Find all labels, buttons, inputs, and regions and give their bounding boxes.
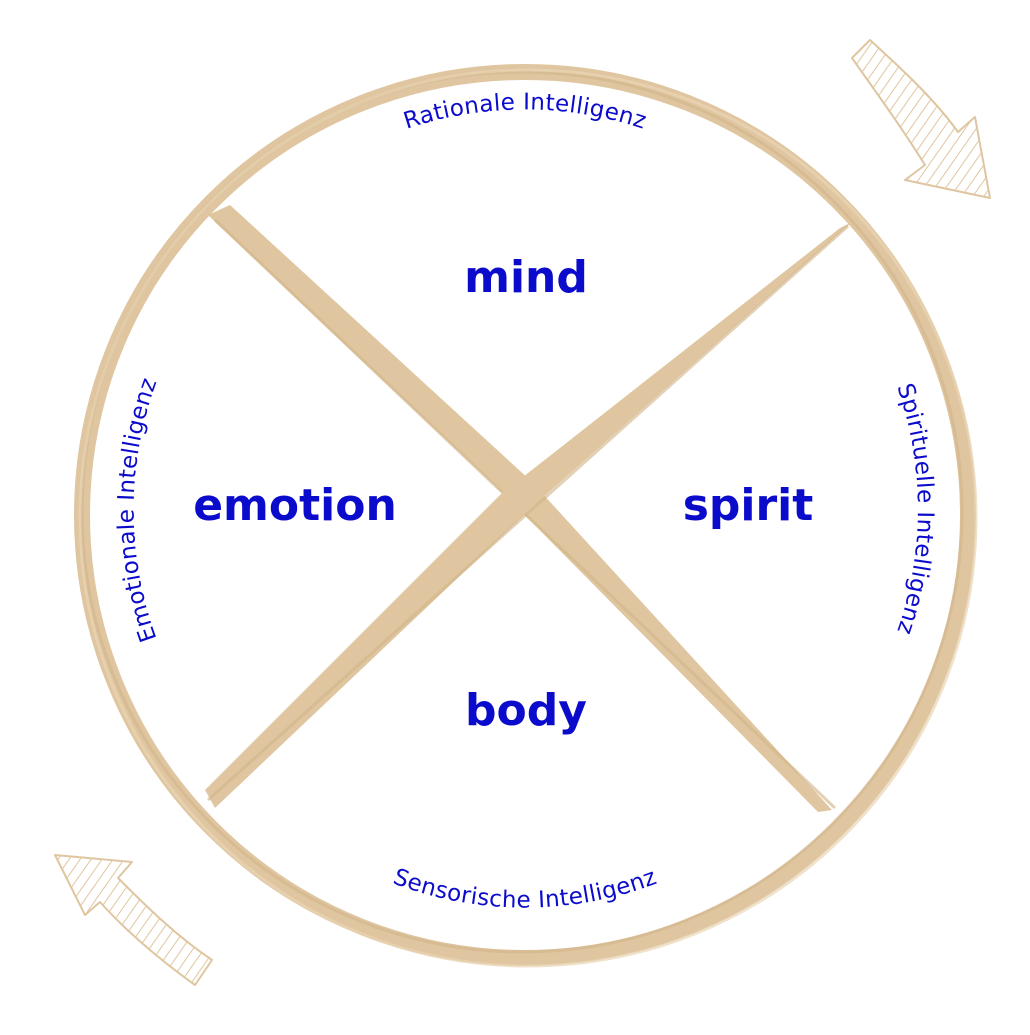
- quadrant-label-spirit: spirit: [683, 480, 814, 531]
- curved-arrow-top-right-icon: [851, 39, 991, 199]
- quadrant-label-mind: mind: [464, 252, 588, 303]
- curved-arrow-bottom-left-icon: [54, 854, 213, 986]
- quadrant-label-body: body: [465, 685, 587, 736]
- ring-label-top: Rationale Intelligenz: [400, 89, 649, 134]
- quadrant-label-emotion: emotion: [193, 480, 397, 531]
- ring-label-right: Spirituelle Intelligenz: [891, 380, 938, 638]
- ring-label-left: Emotionale Intelligenz: [114, 375, 163, 646]
- ring-label-bottom: Sensorische Intelligenz: [390, 864, 660, 914]
- cross-divider: [205, 205, 852, 812]
- outer-ring: [74, 64, 978, 968]
